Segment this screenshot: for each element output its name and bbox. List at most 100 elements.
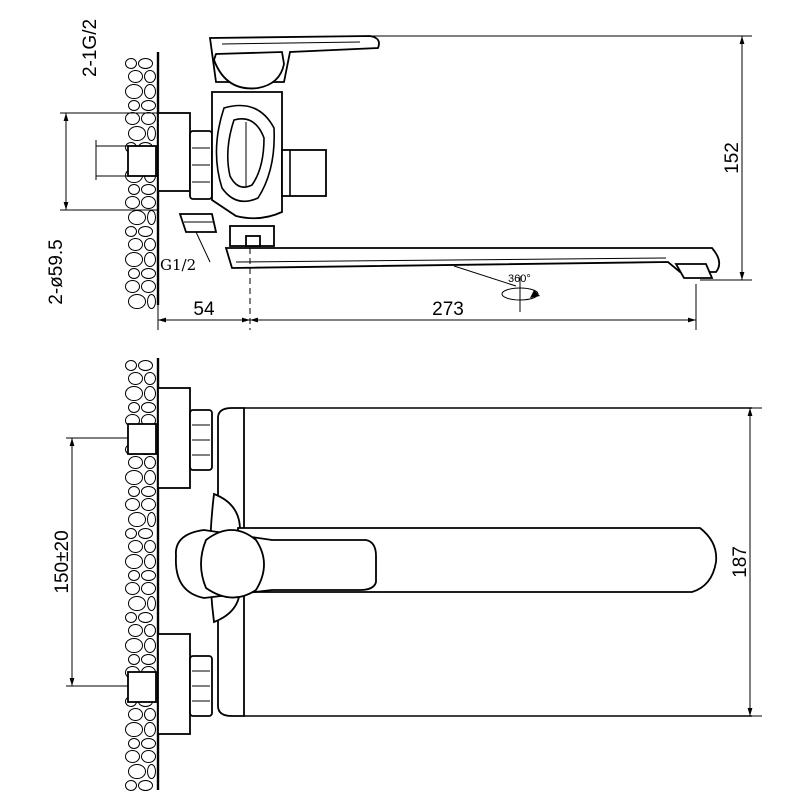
wall-stone [128, 268, 140, 279]
wall-stone [125, 470, 143, 485]
wall-stone [125, 780, 137, 791]
wall-stone [147, 764, 156, 779]
wall-stone [125, 280, 140, 293]
wall-top [125, 52, 160, 309]
wall-stone [125, 582, 140, 595]
wall-stone [141, 486, 156, 497]
thread-label-text: 2-1G/2 [80, 19, 101, 77]
wall-stone [128, 540, 143, 553]
wall-stone [128, 738, 140, 749]
wall-stone [125, 58, 137, 69]
wall-stone [141, 750, 156, 763]
wall-stone [125, 750, 140, 763]
dim-offset-text: 54 [193, 299, 215, 320]
wall-stone [125, 360, 137, 371]
wall-stone [125, 252, 143, 267]
wall-stone [144, 386, 156, 401]
wall-stone [128, 126, 146, 141]
shower-outlet [178, 213, 218, 233]
wall-bottom [125, 358, 160, 791]
wall-stone [141, 402, 156, 413]
wall-stone [147, 512, 156, 527]
dim-horizontal: 54 273 [157, 284, 697, 330]
wall-stone [141, 738, 156, 749]
wall-stone [128, 512, 146, 527]
dim-centers-text: 150±20 [52, 530, 73, 593]
outlet-thread-text: G1/2 [160, 256, 196, 274]
wall-stone [128, 70, 143, 83]
wall-stone [144, 722, 156, 737]
wall-stone [138, 612, 153, 623]
inlet-lower [127, 633, 213, 735]
dim-height: 152 [372, 35, 752, 281]
spout [224, 247, 721, 279]
wall-stone [125, 84, 143, 99]
wall-stone [128, 654, 140, 665]
wall-stone [128, 624, 143, 637]
wall-stone [128, 184, 140, 195]
wall-stone [141, 196, 156, 209]
wall-stone [144, 372, 156, 385]
wall-stone [147, 126, 156, 141]
wall-stone [144, 470, 156, 485]
wall-stone [141, 184, 156, 195]
rotation-text: 360° [508, 273, 531, 285]
dim-height-text: 152 [722, 142, 743, 174]
wall-stone [125, 554, 143, 569]
wall-stone [138, 528, 153, 539]
wall-stone [128, 100, 140, 111]
wall-stone [144, 70, 156, 83]
plan-view: 187 150±20 [52, 358, 762, 791]
wall-stone [128, 596, 146, 611]
wall-stone [141, 100, 156, 111]
side-view: 152 54 273 2-ø59.5 2-1G/2 G1/ [46, 19, 752, 330]
wall-stone [138, 780, 153, 791]
wall-stone [128, 238, 143, 251]
thread-label-top: 2-1G/2 [80, 19, 128, 180]
wall-stone [147, 294, 156, 309]
inlet-pipe-top [127, 112, 191, 192]
wall-stone [125, 528, 137, 539]
wall-stone [125, 386, 143, 401]
wall-stone [144, 624, 156, 637]
wall-stone [125, 112, 140, 125]
wall-stone [144, 708, 156, 721]
wall-stone [128, 708, 143, 721]
spout-collar [229, 225, 275, 247]
wall-stone [128, 294, 146, 309]
wall-stone [144, 456, 156, 469]
wall-stone [128, 456, 143, 469]
wall-stone [144, 84, 156, 99]
wall-stone [138, 360, 153, 371]
wall-stone [128, 210, 146, 225]
wall-stone [128, 486, 140, 497]
wall-stone [147, 596, 156, 611]
wall-stone [144, 238, 156, 251]
dim-pipe-dia: 2-ø59.5 [46, 112, 158, 305]
wall-stone [144, 540, 156, 553]
wall-stone [128, 570, 140, 581]
dim-width: 187 [730, 407, 762, 717]
wall-stone [138, 58, 153, 69]
wall-stone [125, 612, 137, 623]
wall-stone [128, 764, 146, 779]
wall-stone [128, 402, 140, 413]
outlet-thread-label: G1/2 [160, 231, 211, 274]
wall-stone [147, 210, 156, 225]
eccentric-nut-top [189, 130, 213, 200]
wall-stone [128, 372, 143, 385]
wall-stone [141, 112, 156, 125]
wall-stone [141, 582, 156, 595]
inlet-upper [127, 387, 213, 489]
dim-width-text: 187 [730, 546, 751, 578]
dim-centers: 150±20 [52, 437, 128, 687]
diverter-knob [281, 149, 327, 197]
wall-stone [125, 638, 143, 653]
dim-pipe-dia-text: 2-ø59.5 [46, 239, 67, 304]
handle-top [208, 35, 380, 90]
wall-stone [141, 280, 156, 293]
wall-stone [125, 196, 140, 209]
dim-reach-text: 273 [432, 299, 464, 320]
wall-stone [144, 252, 156, 267]
